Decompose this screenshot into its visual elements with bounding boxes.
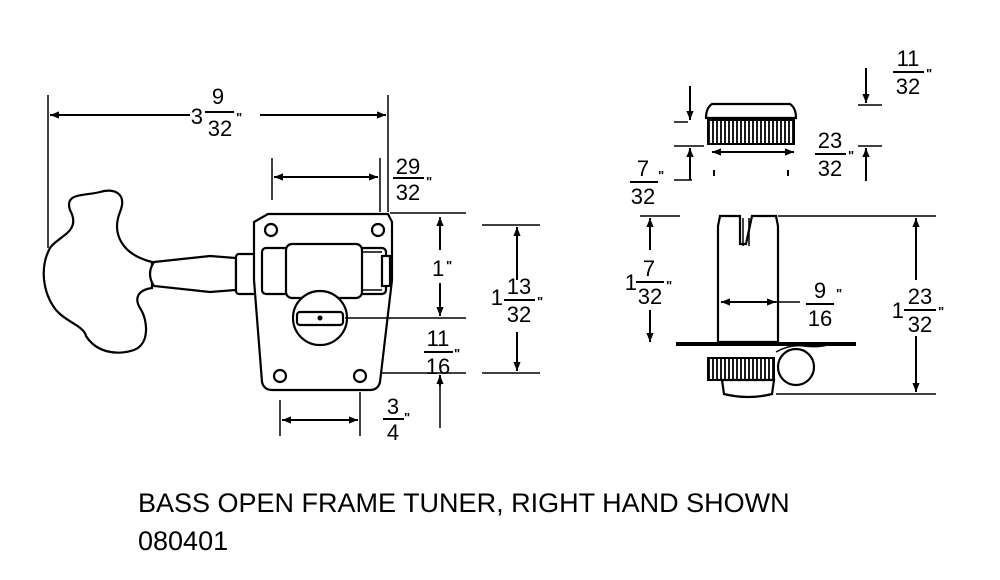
svg-text:": " <box>666 278 672 293</box>
dimension-flange-height: 7 32 " <box>630 156 664 209</box>
tuner-key <box>42 189 154 354</box>
svg-text:11: 11 <box>427 326 450 351</box>
svg-text:": " <box>404 410 410 425</box>
screw-hole <box>263 222 279 238</box>
svg-text:16: 16 <box>808 306 832 331</box>
svg-text:1: 1 <box>491 285 503 310</box>
dimension-post-to-bottom: 11 16 " <box>424 326 460 379</box>
svg-text:29: 29 <box>396 154 420 179</box>
worm-gear <box>776 347 816 387</box>
dimension-overall-length: 3 9 32 " <box>191 84 242 141</box>
svg-text:": " <box>926 66 932 81</box>
svg-text:3: 3 <box>387 394 399 419</box>
svg-text:1: 1 <box>432 256 444 281</box>
svg-text:": " <box>446 258 452 273</box>
dimension-post-offset: 29 32 " <box>393 154 432 205</box>
svg-text:1: 1 <box>625 270 637 295</box>
svg-text:11: 11 <box>897 46 920 71</box>
dimension-post-diameter: 9 16 " <box>806 278 842 331</box>
svg-text:": " <box>236 110 242 125</box>
svg-text:1: 1 <box>892 298 904 323</box>
svg-text:9: 9 <box>814 278 826 303</box>
svg-text:32: 32 <box>896 74 920 99</box>
worm-cylinder <box>284 242 364 300</box>
drawing-title: BASS OPEN FRAME TUNER, RIGHT HAND SHOWN <box>138 488 790 518</box>
svg-text:4: 4 <box>387 420 399 445</box>
dimension-screw-spacing: 3 4 " <box>383 394 410 445</box>
svg-text:13: 13 <box>507 274 531 299</box>
dimension-bushing-thickness: 11 32 " <box>893 46 932 99</box>
gear-knurl <box>707 357 775 381</box>
svg-text:": " <box>848 148 854 163</box>
svg-text:32: 32 <box>631 184 655 209</box>
front-view: 3 9 32 " 29 32 " 1 " <box>42 84 543 445</box>
key-stem <box>148 254 238 294</box>
svg-text:32: 32 <box>908 312 932 337</box>
dimension-bushing-diameter: 23 32 " <box>815 128 854 181</box>
svg-text:32: 32 <box>208 116 232 141</box>
screw-hole <box>272 368 288 384</box>
svg-text:23: 23 <box>908 284 932 309</box>
bushing-washer <box>704 102 798 120</box>
side-view: 11 32 " 23 32 " 7 32 " <box>625 46 944 399</box>
svg-text:": " <box>537 294 543 309</box>
svg-text:32: 32 <box>818 156 842 181</box>
svg-text:32: 32 <box>638 284 662 309</box>
dimension-overall-height: 1 23 32 " <box>892 284 944 337</box>
svg-text:23: 23 <box>818 128 842 153</box>
string-post-side <box>716 214 780 344</box>
screw-hole <box>370 222 386 238</box>
svg-text:": " <box>658 168 664 183</box>
dimension-post-to-top: 1 " <box>432 256 452 281</box>
screw-hole <box>352 368 368 384</box>
svg-text:": " <box>454 346 460 361</box>
dimension-post-height: 1 7 32 " <box>625 256 672 309</box>
svg-text:": " <box>938 304 944 319</box>
svg-text:32: 32 <box>396 180 420 205</box>
svg-text:3: 3 <box>191 104 203 129</box>
svg-text:16: 16 <box>426 354 450 379</box>
part-number: 080401 <box>138 526 229 556</box>
svg-text:7: 7 <box>643 256 655 281</box>
svg-text:": " <box>836 286 842 301</box>
dimension-plate-height: 1 13 32 " <box>491 274 543 327</box>
svg-text:32: 32 <box>507 302 531 327</box>
svg-text:": " <box>426 174 432 189</box>
svg-text:7: 7 <box>637 156 649 181</box>
bushing-knurl <box>707 119 795 145</box>
svg-text:9: 9 <box>212 84 224 109</box>
